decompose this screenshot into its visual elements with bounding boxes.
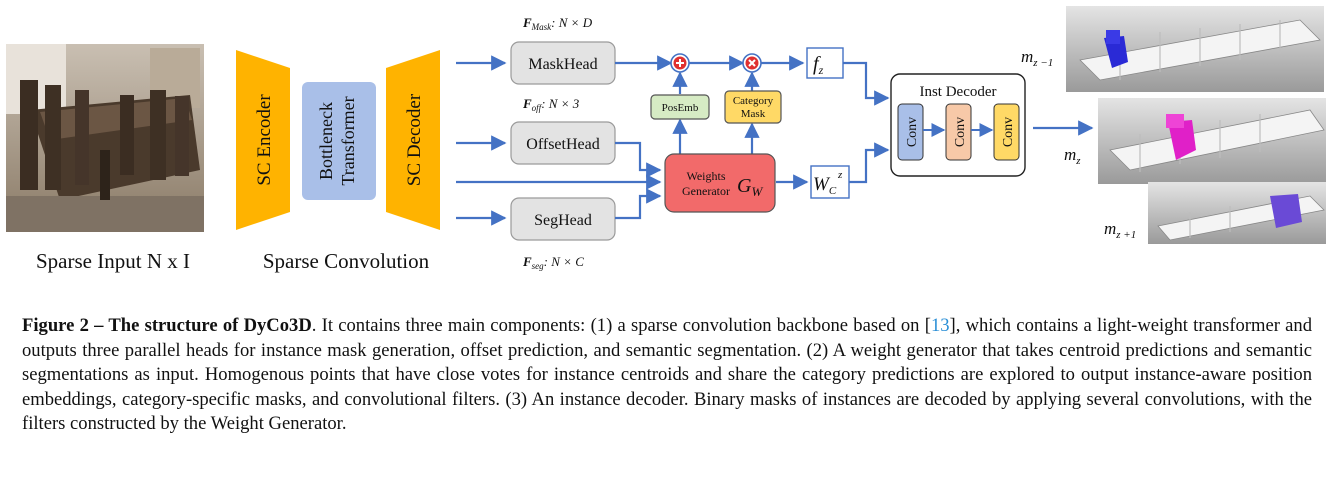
mask-head-box: MaskHead: [510, 41, 616, 85]
decoder-input-arrows: [843, 61, 890, 184]
fz-box: fz: [806, 47, 844, 79]
sc-encoder-block: SC Encoder: [236, 50, 290, 230]
sparse-input-image: [6, 44, 204, 232]
svg-text:fz: fz: [813, 53, 824, 77]
sc-encoder-label: SC Encoder: [254, 94, 275, 186]
caption-dash: –: [88, 315, 109, 336]
svg-text:WC: WC: [813, 174, 837, 197]
m-next-label: mz +1: [1104, 219, 1136, 241]
f-seg-label: Fseg: N × C: [522, 254, 584, 271]
pos-emb-box: PosEmb: [650, 94, 710, 120]
conv-3-box: [993, 103, 1020, 161]
output-mask-prev: [1066, 6, 1324, 92]
offset-head-label: OffsetHead: [526, 136, 599, 153]
gw-symbol: GW: [737, 175, 763, 199]
multiply-operator-icon: [742, 53, 762, 73]
category-mask-box: Category Mask: [724, 90, 782, 124]
f-off-label: Foff: N × 3: [522, 96, 580, 113]
sc-decoder-label: SC Decoder: [404, 93, 425, 186]
caption-text-b: ], which contains a light-weight transfo…: [22, 315, 1312, 434]
conv-1-box: [897, 103, 924, 161]
caption-title: The structure of DyCo3D: [108, 315, 312, 336]
category-mask-line1: Category: [733, 95, 774, 107]
conv-2-label: Conv: [953, 117, 968, 147]
sparse-input-label: Sparse Input N x I: [36, 249, 190, 273]
figure-caption: Figure 2 – The structure of DyCo3D. It c…: [22, 314, 1312, 437]
f-mask-label: FMask: N × D: [522, 15, 593, 32]
output-mask-next: [1148, 182, 1326, 244]
m-cur-label: mz: [1064, 145, 1081, 167]
conv-3-label: Conv: [1001, 117, 1016, 147]
conv-2-box: [945, 103, 972, 161]
head-arrows: [615, 55, 809, 220]
citation-link[interactable]: 13: [930, 315, 950, 336]
fz-symbol: f: [813, 53, 821, 75]
pos-emb-label: PosEmb: [662, 102, 699, 114]
caption-text-a: . It contains three main components: (1)…: [311, 315, 931, 336]
wcz-symbol: W: [813, 174, 831, 195]
bottleneck-transformer-block: Bottleneck Transformer: [302, 82, 376, 200]
architecture-figure: Sparse Input N x I SC Encoder Bottleneck…: [6, 6, 1326, 273]
weights-generator-line2: Generator: [682, 184, 730, 198]
add-operator-icon: [670, 53, 690, 73]
weights-generator-line1: Weights: [686, 169, 725, 183]
wcz-sub: C: [829, 185, 837, 197]
bottleneck-label-line1: Bottleneck: [316, 102, 336, 180]
backbone-arrows: [456, 55, 662, 226]
offset-head-box: OffsetHead: [510, 121, 616, 165]
conv-1-label: Conv: [905, 117, 920, 147]
weights-generator-box: Weights Generator GW: [664, 153, 776, 213]
inst-decoder-label: Inst Decoder: [919, 84, 996, 100]
category-mask-line2: Mask: [741, 108, 766, 120]
fz-sub: z: [818, 63, 824, 77]
seg-head-box: SegHead: [510, 197, 616, 241]
sc-decoder-block: SC Decoder: [386, 50, 440, 230]
sparse-convolution-label: Sparse Convolution: [263, 249, 430, 273]
wcz-box: WC z: [810, 165, 850, 199]
seg-head-label: SegHead: [534, 212, 592, 229]
caption-label: Figure 2: [22, 315, 89, 336]
output-mask-current: [1098, 98, 1326, 184]
mask-head-label: MaskHead: [528, 56, 597, 73]
m-prev-label: mz −1: [1021, 47, 1053, 69]
wcz-sup: z: [837, 169, 843, 181]
inst-decoder-box: Inst Decoder Conv Conv Conv: [890, 73, 1026, 177]
bottleneck-label-line2: Transformer: [338, 96, 358, 185]
